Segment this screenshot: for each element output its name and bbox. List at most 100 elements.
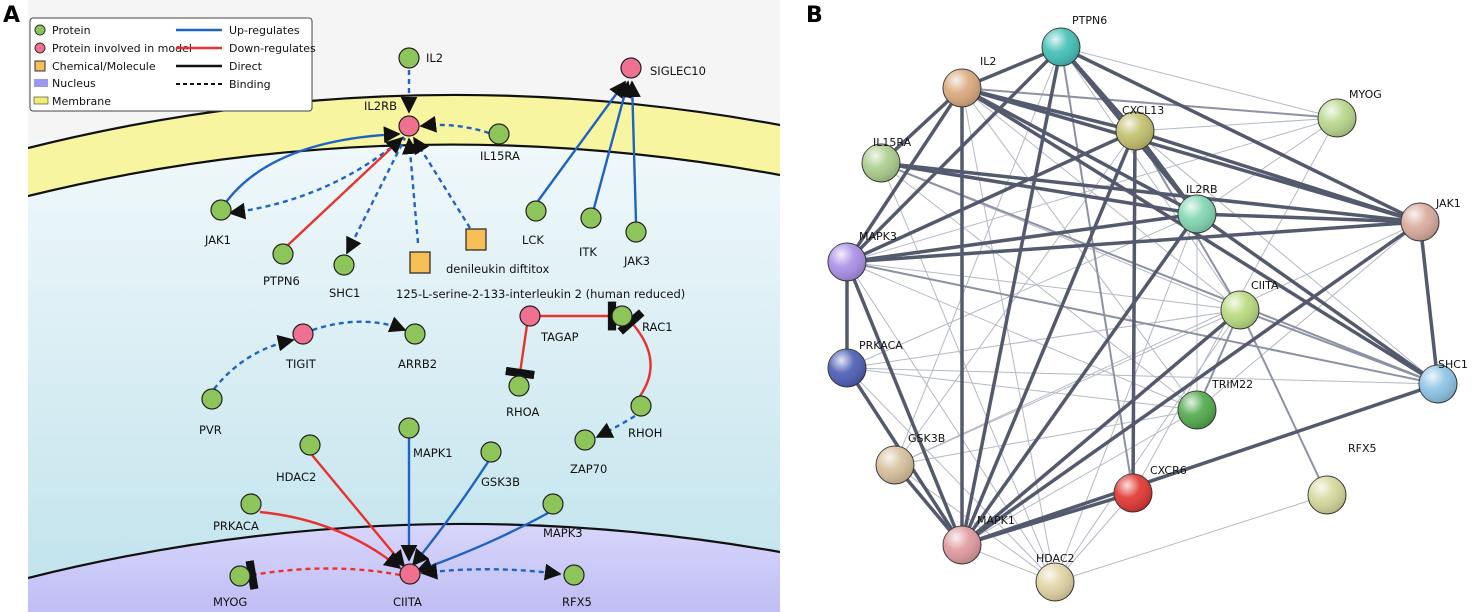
b-label-mapk1: MAPK1 xyxy=(977,514,1015,527)
legend-binding: Binding xyxy=(229,78,271,91)
b-label-il2: IL2 xyxy=(980,55,996,68)
legend-direct: Direct xyxy=(229,60,263,73)
b-label-myog: MYOG xyxy=(1349,88,1382,101)
node-prkaca xyxy=(240,493,262,515)
b-label-il2rb: IL2RB xyxy=(1186,183,1218,196)
node-ptpn6 xyxy=(272,243,294,265)
label-rhoh: RHOH xyxy=(628,426,662,440)
label-rac1: RAC1 xyxy=(642,320,673,334)
b-node-il15ra: IL15RA xyxy=(861,136,912,183)
label-rfx5: RFX5 xyxy=(562,595,592,609)
node-tigit xyxy=(292,323,314,345)
node-mapk1 xyxy=(398,417,420,439)
label-arrb2: ARRB2 xyxy=(398,357,437,371)
b-label-shc1: SHC1 xyxy=(1438,358,1468,371)
b-node-jak1: JAK1 xyxy=(1400,197,1461,242)
b-node-gsk3b: GSK3B xyxy=(875,432,945,485)
label-shc1: SHC1 xyxy=(329,286,360,300)
b-node-hdac2: HDAC2 xyxy=(1035,552,1075,602)
legend-down: Down-regulates xyxy=(229,42,316,55)
b-node-rfx5: RFX5 xyxy=(1307,442,1377,515)
b-node-cxcr6: CXCR6 xyxy=(1113,464,1187,513)
b-node-prkaca: PRKACA xyxy=(827,339,903,388)
panel-b-edges xyxy=(845,45,1440,583)
label-serine-il2: 125-L-serine-2-133-interleukin 2 (human … xyxy=(396,287,685,301)
label-il2: IL2 xyxy=(426,51,443,65)
legend-nucleus: Nucleus xyxy=(52,77,96,90)
node-lck xyxy=(525,200,547,222)
panel-b-label: B xyxy=(806,3,823,28)
label-siglec10: SIGLEC10 xyxy=(650,64,706,78)
node-shc1 xyxy=(333,254,355,276)
node-il15ra xyxy=(488,123,510,145)
label-il15ra: IL15RA xyxy=(480,149,520,163)
label-mapk1: MAPK1 xyxy=(413,446,453,460)
b-node-shc1: SHC1 xyxy=(1418,358,1468,404)
label-jak3: JAK3 xyxy=(623,254,650,268)
b-label-mapk3: MAPK3 xyxy=(859,230,897,243)
label-zap70: ZAP70 xyxy=(570,462,607,476)
label-mapk3: MAPK3 xyxy=(543,526,583,540)
legend-nucleus-swatch xyxy=(34,79,48,87)
node-serine-il2 xyxy=(409,251,431,274)
label-itk: ITK xyxy=(579,245,597,259)
node-itk xyxy=(580,207,602,229)
b-label-cxcr6: CXCR6 xyxy=(1150,464,1187,477)
legend-model-swatch xyxy=(34,42,46,54)
node-myog xyxy=(229,565,251,587)
label-myog: MYOG xyxy=(213,595,247,609)
label-tagap: TAGAP xyxy=(540,330,579,344)
legend-chemical-swatch xyxy=(34,60,46,72)
node-il2rb xyxy=(398,115,420,137)
b-label-prkaca: PRKACA xyxy=(859,339,903,352)
panel-a-edges xyxy=(213,70,652,590)
b-node-ptpn6: PTPN6 xyxy=(1041,14,1107,67)
b-node-mapk3: MAPK3 xyxy=(827,230,897,282)
node-mapk3 xyxy=(542,493,564,515)
b-label-jak1: JAK1 xyxy=(1435,197,1461,210)
node-tagap xyxy=(519,305,541,327)
b-label-ciita: CIITA xyxy=(1251,279,1279,292)
label-tigit: TIGIT xyxy=(285,357,317,371)
panel-a-label: A xyxy=(3,3,20,28)
b-node-trim22: TRIM22 xyxy=(1177,378,1253,430)
legend-protein-model: Protein involved in model xyxy=(52,42,192,55)
node-rhoa xyxy=(508,375,530,397)
node-jak1 xyxy=(210,199,232,221)
b-label-ptpn6: PTPN6 xyxy=(1072,14,1107,27)
node-rfx5 xyxy=(563,564,585,586)
legend-up: Up-regulates xyxy=(229,24,300,37)
label-prkaca: PRKACA xyxy=(213,519,259,533)
legend-protein-swatch xyxy=(34,24,46,36)
b-node-il2rb: IL2RB xyxy=(1177,183,1218,234)
node-denileukin xyxy=(465,228,487,251)
b-node-mapk1: MAPK1 xyxy=(942,514,1015,565)
label-il2rb: IL2RB xyxy=(364,99,397,113)
node-ciita xyxy=(399,563,421,585)
b-node-il2: IL2 xyxy=(942,55,996,108)
b-label-il15ra: IL15RA xyxy=(873,136,912,149)
label-gsk3b: GSK3B xyxy=(481,475,520,489)
legend-chemical: Chemical/Molecule xyxy=(52,60,156,73)
label-lck: LCK xyxy=(522,233,544,247)
label-denileukin: denileukin diftitox xyxy=(446,262,549,276)
membrane xyxy=(28,94,780,196)
node-siglec10 xyxy=(620,57,642,79)
node-zap70 xyxy=(574,429,596,451)
legend-membrane: Membrane xyxy=(52,95,111,108)
label-pvr: PVR xyxy=(199,423,222,437)
label-ciita: CIITA xyxy=(393,595,422,609)
b-node-cxcl13: CXCL13 xyxy=(1115,104,1164,151)
legend-protein: Protein xyxy=(52,24,91,37)
b-label-cxcl13: CXCL13 xyxy=(1122,104,1164,117)
label-hdac2: HDAC2 xyxy=(276,470,316,484)
b-node-ciita: CIITA xyxy=(1220,279,1279,330)
legend-membrane-swatch xyxy=(33,96,49,105)
node-gsk3b xyxy=(480,441,502,463)
b-label-hdac2: HDAC2 xyxy=(1036,552,1075,565)
node-rac1 xyxy=(611,305,633,327)
panel-b-nodes: PTPN6 IL2 CXCL13 MYOG IL15RA IL2RB xyxy=(827,14,1468,602)
node-jak3 xyxy=(625,221,647,243)
node-arrb2 xyxy=(404,323,426,345)
panel-a-nodes: IL2 IL2RB IL15RA JAK1 PTPN6 SHC1 125-L-s… xyxy=(199,47,706,609)
